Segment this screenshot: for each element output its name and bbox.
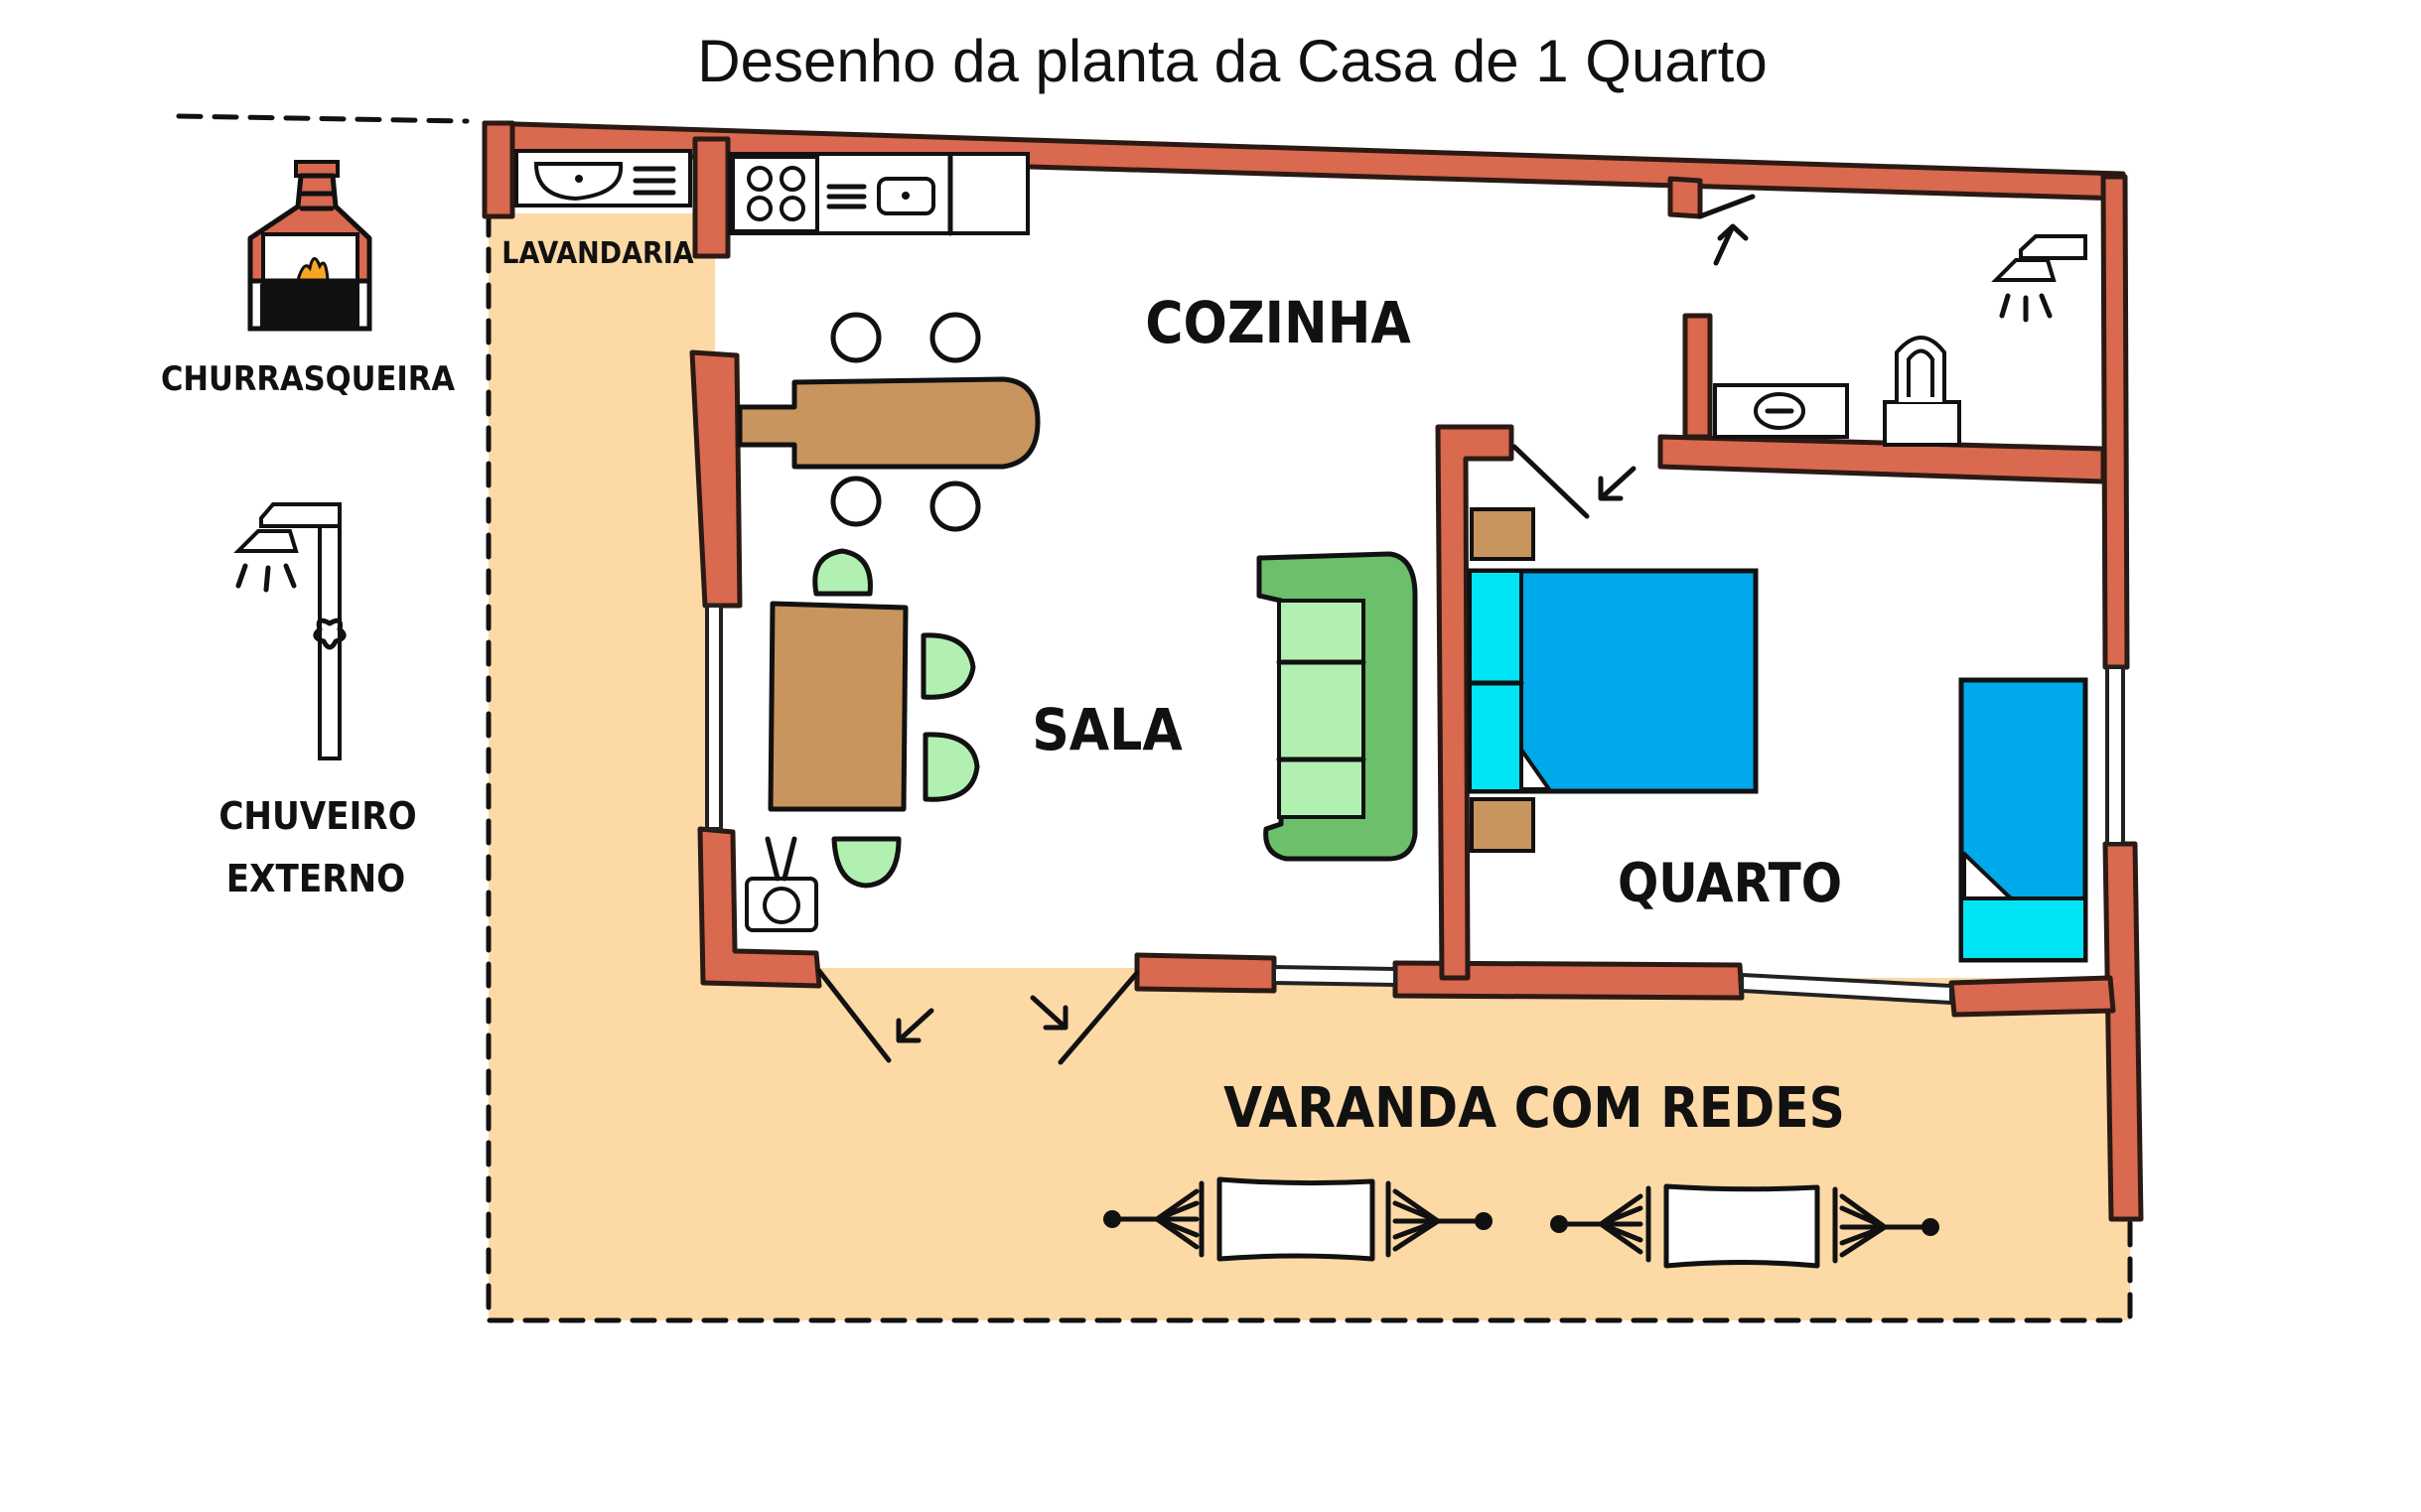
bedroom-furniture	[1467, 507, 1759, 853]
chair-icon	[923, 732, 980, 802]
hammock-icon	[1550, 1183, 1939, 1269]
sofa-icon	[1256, 551, 1418, 862]
double-bed-icon	[1467, 568, 1759, 794]
doors	[816, 194, 1756, 1065]
wall-living-left-upper	[689, 349, 743, 609]
kitchen-counter-icon	[728, 152, 1030, 236]
label-varanda: VARANDA COM REDES	[1223, 1076, 1845, 1141]
single-bed-icon	[1958, 677, 2088, 963]
stools	[830, 312, 981, 532]
stool-icon	[929, 481, 981, 532]
label-quarto: QUARTO	[1618, 852, 1842, 914]
window-front-1	[1272, 964, 1397, 988]
label-chuveiro: CHUVEIRO	[218, 794, 416, 838]
nightstand-icon	[1470, 797, 1535, 853]
bathroom-door	[1697, 194, 1756, 219]
wall-laundry-left	[482, 120, 515, 219]
chair-icon	[831, 836, 902, 889]
bathroom-sink-icon	[1713, 383, 1849, 439]
bar-counter-icon	[737, 376, 1041, 470]
window-front-2	[1740, 972, 1953, 1006]
walls	[482, 120, 2144, 1222]
wall-front-segment-1	[1134, 952, 1277, 994]
stool-icon	[830, 312, 882, 363]
window-living-left	[705, 604, 723, 831]
veranda-area	[176, 113, 2133, 1323]
label-externo: EXTERNO	[226, 857, 405, 900]
hammock-icon	[1103, 1176, 1493, 1262]
chair-icon	[921, 632, 976, 700]
windows	[705, 604, 2125, 1006]
label-churrasqueira: CHURRASQUEIRA	[161, 359, 455, 399]
window-right	[2105, 665, 2125, 846]
wall-bedroom-left	[1435, 424, 1514, 981]
label-cozinha: COZINHA	[1145, 289, 1411, 356]
wall-laundry-right	[692, 136, 731, 259]
nightstand-icon	[1470, 507, 1535, 561]
wall-bathroom-left	[1682, 313, 1713, 440]
door-arrow-icon	[896, 1008, 934, 1043]
wall-front-segment-3	[1948, 975, 2116, 1018]
kitchen-sink-icon	[826, 177, 935, 215]
page-title: Desenho da planta da Casa de 1 Quarto	[697, 28, 1767, 94]
toilet-icon	[1883, 336, 1961, 447]
stove-icon	[731, 155, 819, 233]
tv-icon	[745, 836, 818, 932]
stool-icon	[830, 476, 882, 527]
door-arrow-icon	[1713, 223, 1749, 266]
wall-bathroom-bottom	[1657, 434, 2106, 484]
wall-right-lower	[2102, 841, 2144, 1222]
wall-living-left-lower	[697, 826, 822, 989]
wall-bathroom-door-stub	[1667, 176, 1703, 219]
laundry-sink-icon	[514, 149, 692, 207]
front-door-right	[1058, 970, 1140, 1065]
bedroom-door	[1511, 444, 1590, 519]
door-arrow-icon	[1030, 995, 1068, 1031]
label-lavandaria: LAVANDARIA	[501, 236, 694, 271]
shower-icon	[1991, 234, 2087, 323]
door-arrow-icon	[1598, 466, 1637, 501]
grill-icon	[247, 160, 372, 332]
front-door-left	[816, 968, 892, 1063]
dining-area	[768, 548, 980, 889]
wall-right-upper	[2100, 174, 2130, 670]
chair-icon	[812, 548, 873, 597]
outdoor-shower-icon	[233, 502, 347, 760]
label-sala: SALA	[1032, 696, 1183, 763]
stool-icon	[929, 312, 981, 363]
dining-table-icon	[768, 601, 909, 812]
